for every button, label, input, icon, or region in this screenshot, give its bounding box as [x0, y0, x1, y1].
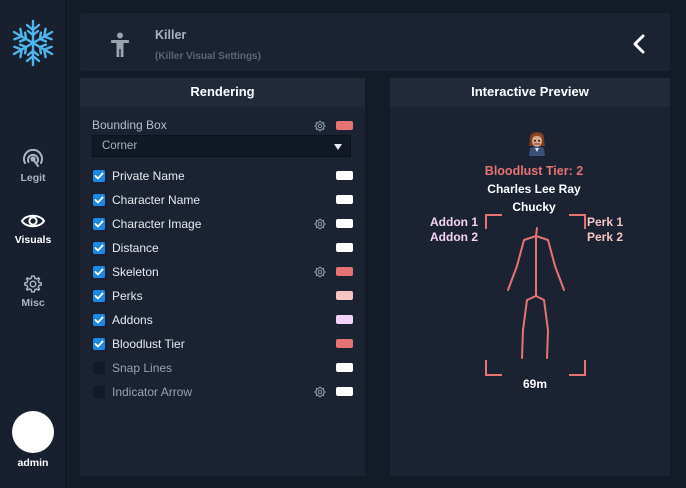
checkmark-icon	[94, 220, 104, 228]
snap-lines-color-swatch[interactable]	[336, 363, 353, 372]
bloodlust-tier-color-swatch[interactable]	[336, 339, 353, 348]
character-image-checkbox[interactable]	[93, 218, 105, 230]
skeleton-color-swatch[interactable]	[336, 267, 353, 276]
skeleton-figure	[507, 227, 565, 359]
indicator-arrow-checkbox[interactable]	[93, 386, 105, 398]
option-row-distance: Distance	[80, 239, 365, 257]
person-icon	[111, 32, 129, 57]
checkmark-icon	[94, 316, 104, 324]
esp-preview-canvas	[485, 214, 586, 376]
chevron-left-icon[interactable]	[630, 33, 648, 55]
nav-item-visuals[interactable]: Visuals	[0, 211, 66, 257]
private-name-text: Charles Lee Ray	[487, 182, 581, 196]
nav-label: Visuals	[14, 234, 52, 246]
perks-checkbox[interactable]	[93, 290, 105, 302]
perk-text: Perk 2	[587, 230, 624, 244]
option-label: Skeleton	[112, 265, 159, 279]
option-label: Bloodlust Tier	[112, 337, 185, 351]
snap-lines-checkbox[interactable]	[93, 362, 105, 374]
select-value: Corner	[102, 140, 138, 152]
character-name-color-swatch[interactable]	[336, 195, 353, 204]
bounding-box-style-select[interactable]: Corner	[92, 135, 351, 157]
bloodlust-tier-text: Bloodlust Tier: 2	[484, 164, 584, 178]
checkmark-icon	[94, 268, 104, 276]
option-row-snap-lines: Snap Lines	[80, 359, 365, 377]
skeleton-checkbox[interactable]	[93, 266, 105, 278]
distance-checkbox[interactable]	[93, 242, 105, 254]
option-row-addons: Addons	[80, 311, 365, 329]
option-row-private-name: Private Name	[80, 167, 365, 185]
option-label: Distance	[112, 241, 159, 255]
snowflake-logo-icon	[9, 19, 57, 67]
bounding-box-label: Bounding Box	[92, 118, 167, 132]
radar-icon	[23, 149, 43, 167]
page-subtitle: (Killer Visual Settings)	[155, 51, 261, 62]
perks-color-swatch[interactable]	[336, 291, 353, 300]
rendering-title: Rendering	[80, 78, 365, 107]
bounding-box-settings-icon[interactable]	[314, 120, 326, 132]
corner-bounding-box	[485, 214, 586, 376]
perk-text: Perk 1	[587, 215, 624, 229]
option-row-bloodlust-tier: Bloodlust Tier	[80, 335, 365, 353]
nav-label: Misc	[21, 297, 45, 309]
private-name-checkbox[interactable]	[93, 170, 105, 182]
caret-down-icon	[334, 144, 342, 150]
option-row-character-name: Character Name	[80, 191, 365, 209]
nav-label: Legit	[20, 172, 46, 184]
gear-icon	[24, 275, 42, 293]
option-row-perks: Perks	[80, 287, 365, 305]
page-header: Killer (Killer Visual Settings)	[80, 13, 670, 71]
option-label: Snap Lines	[112, 361, 173, 375]
character-image-color-swatch[interactable]	[336, 219, 353, 228]
checkmark-icon	[94, 196, 104, 204]
option-row-character-image: Character Image	[80, 215, 365, 233]
addons-color-swatch[interactable]	[336, 315, 353, 324]
addon-text: Addon 1	[430, 215, 478, 229]
option-label: Character Name	[112, 193, 201, 207]
checkmark-icon	[94, 292, 104, 300]
character-name-checkbox[interactable]	[93, 194, 105, 206]
distance-color-swatch[interactable]	[336, 243, 353, 252]
checkmark-icon	[94, 172, 104, 180]
character-portrait-icon	[529, 132, 545, 156]
checkmark-icon	[94, 340, 104, 348]
rendering-panel: Rendering Bounding Box Corner Private Na…	[80, 78, 365, 476]
preview-panel: Interactive Preview Bloodlust Tier: 2 Ch…	[390, 78, 670, 476]
option-label: Indicator Arrow	[112, 385, 193, 399]
bounding-box-color-swatch[interactable]	[336, 121, 353, 130]
option-label: Private Name	[112, 169, 185, 183]
avatar[interactable]	[12, 411, 54, 453]
option-row-indicator-arrow: Indicator Arrow	[80, 383, 365, 401]
distance-text: 69m	[522, 377, 548, 391]
option-row-skeleton: Skeleton	[80, 263, 365, 281]
option-label: Addons	[112, 313, 153, 327]
nav-item-misc[interactable]: Misc	[0, 274, 66, 320]
addon-text: Addon 2	[430, 230, 478, 244]
option-label: Perks	[112, 289, 143, 303]
preview-title: Interactive Preview	[390, 78, 670, 107]
page-title: Killer	[155, 28, 187, 42]
eye-icon	[20, 214, 46, 228]
option-label: Character Image	[112, 217, 202, 231]
bloodlust-tier-checkbox[interactable]	[93, 338, 105, 350]
addons-checkbox[interactable]	[93, 314, 105, 326]
sidebar: Legit Visuals Misc admin	[0, 0, 66, 488]
nav-item-legit[interactable]: Legit	[0, 149, 66, 195]
skeleton-settings-icon[interactable]	[314, 266, 326, 278]
user-name: admin	[17, 457, 49, 469]
indicator-arrow-settings-icon[interactable]	[314, 386, 326, 398]
character-image-settings-icon[interactable]	[314, 218, 326, 230]
character-name-text: Chucky	[512, 200, 556, 214]
checkmark-icon	[94, 244, 104, 252]
private-name-color-swatch[interactable]	[336, 171, 353, 180]
indicator-arrow-color-swatch[interactable]	[336, 387, 353, 396]
